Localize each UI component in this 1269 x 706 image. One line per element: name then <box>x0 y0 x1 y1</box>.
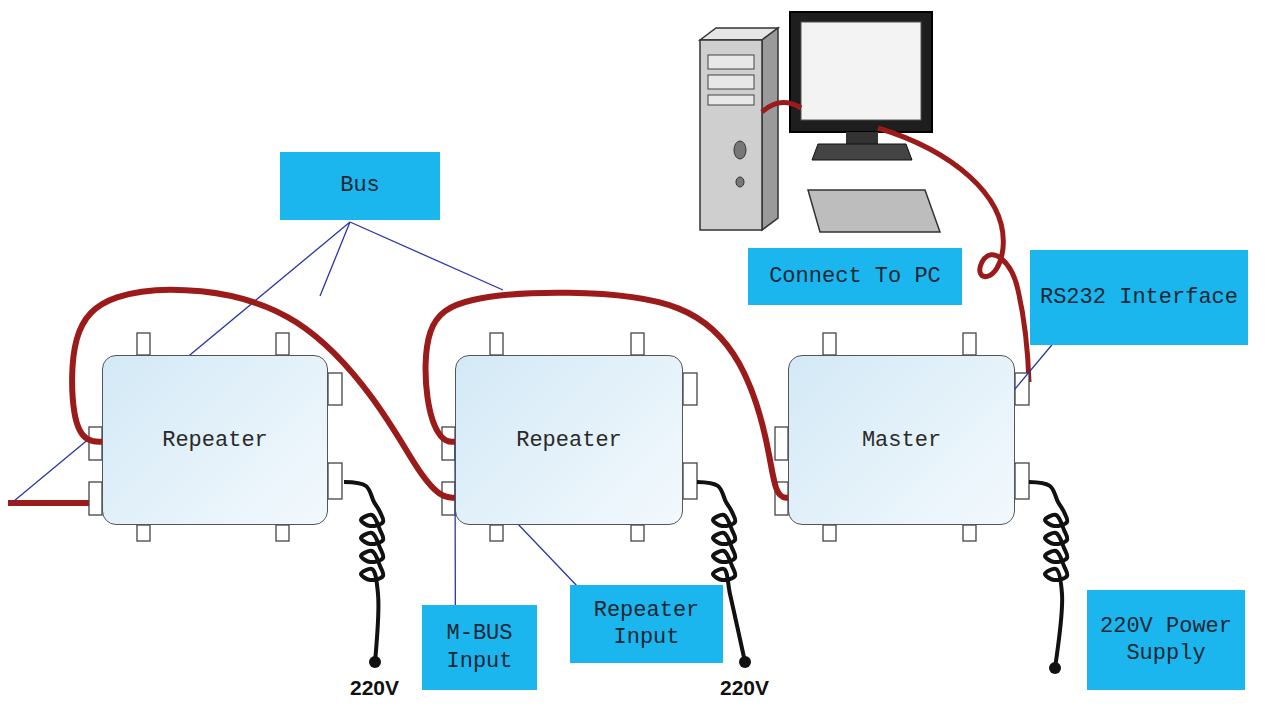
repeater-box: Repeater <box>455 355 683 525</box>
node-text: Repeater <box>162 428 268 453</box>
port-tab <box>963 333 976 355</box>
pc-keyboard <box>808 190 940 232</box>
port-tab <box>1015 463 1029 499</box>
power-cord <box>1029 482 1067 668</box>
pc-callout: Connect To PC <box>748 248 962 305</box>
power-callout: 220V Power Supply <box>1087 590 1245 690</box>
node-text: Connect To PC <box>769 263 941 291</box>
rs232-callout: RS232 Interface <box>1030 250 1248 345</box>
node-text: RS232 Interface <box>1040 284 1238 312</box>
port-tab <box>276 525 289 541</box>
node-text: M-BUS Input <box>427 620 532 675</box>
port-tab <box>89 482 102 515</box>
plug-end <box>369 656 381 668</box>
repeater-input-callout: Repeater Input <box>570 585 723 663</box>
leader-line <box>519 525 576 585</box>
port-tab <box>683 373 697 405</box>
pc-tower <box>700 28 778 230</box>
master-box: Master <box>788 355 1015 525</box>
bus-cable-stub <box>8 500 90 506</box>
pc-cable <box>762 102 801 112</box>
node-text: Repeater Input <box>575 597 718 652</box>
port-tab <box>1015 373 1029 405</box>
port-tab <box>490 333 503 355</box>
voltage-label: 220V <box>350 676 399 700</box>
plug-end <box>1049 662 1061 674</box>
port-tab <box>631 525 644 541</box>
port-tab <box>276 333 289 355</box>
port-tab <box>328 373 342 405</box>
power-cord <box>344 482 383 662</box>
port-tab <box>490 525 503 541</box>
port-tab <box>775 427 788 460</box>
port-tab <box>683 463 697 499</box>
device-ports <box>89 333 1029 541</box>
node-text: Master <box>862 428 941 453</box>
node-text: Repeater <box>516 428 622 453</box>
leader-line <box>1015 345 1052 389</box>
repeater-box: Repeater <box>102 355 328 525</box>
voltage-label: 220V <box>720 676 769 700</box>
mbus-input-callout: M-BUS Input <box>422 605 537 690</box>
port-tab <box>137 525 150 541</box>
plug-end <box>739 656 751 668</box>
port-tab <box>823 333 836 355</box>
node-text: 220V Power Supply <box>1092 613 1240 668</box>
port-tab <box>137 333 150 355</box>
node-text: Bus <box>340 172 380 200</box>
port-tab <box>823 525 836 541</box>
port-tab <box>328 463 342 499</box>
port-tab <box>631 333 644 355</box>
bus-callout: Bus <box>280 152 440 220</box>
port-tab <box>963 525 976 541</box>
